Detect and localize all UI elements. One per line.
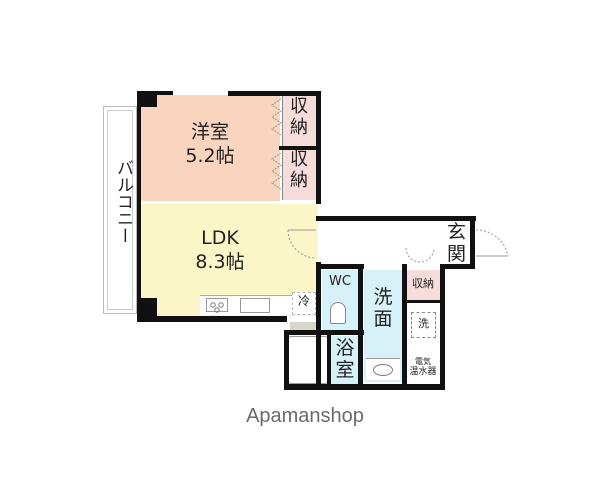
toilet-icon: [330, 302, 346, 324]
closet-hall-label: 収納: [412, 277, 434, 290]
ldk-size: 8.3帖: [195, 251, 245, 273]
hallway: [320, 222, 442, 264]
door-swings-icon: [287, 229, 509, 263]
water-heater-line2: 温水器: [409, 367, 437, 377]
ldk-name: LDK: [201, 227, 239, 249]
western-room: [140, 95, 280, 201]
washroom-label: 洗面: [373, 286, 393, 330]
sink-icon: [240, 298, 270, 313]
toilet-label: WC: [329, 274, 351, 289]
balcony: バルコニー: [103, 106, 137, 314]
bathroom-label: 浴室: [335, 337, 355, 381]
western-room-name: 洋室: [190, 121, 229, 143]
closet-lower: [282, 150, 317, 200]
entrance: [443, 222, 470, 268]
stove-icon: [206, 298, 228, 313]
entrance-label: 玄関: [446, 221, 466, 265]
closet-hall: [405, 270, 441, 300]
fridge-label: 冷: [297, 294, 310, 308]
water-heater-line1: 電気: [415, 357, 431, 366]
kitchen-gray-strip: [290, 322, 318, 330]
washbasin-icon: [366, 358, 400, 380]
closet-upper: [282, 95, 317, 147]
closet-upper-label: 収納: [290, 96, 308, 138]
washer-label: 洗: [418, 317, 429, 330]
washer-space: [411, 312, 436, 338]
western-room-size: 5.2帖: [185, 145, 235, 167]
closet-doors-icon: [271, 98, 282, 190]
bathroom: [331, 336, 359, 384]
bathtub: [288, 336, 328, 384]
balcony-label: バルコニー: [113, 159, 133, 244]
closet-lower-label: 収納: [290, 149, 308, 191]
fridge-space: [292, 292, 316, 315]
watermark: Apamanshop: [246, 405, 364, 427]
